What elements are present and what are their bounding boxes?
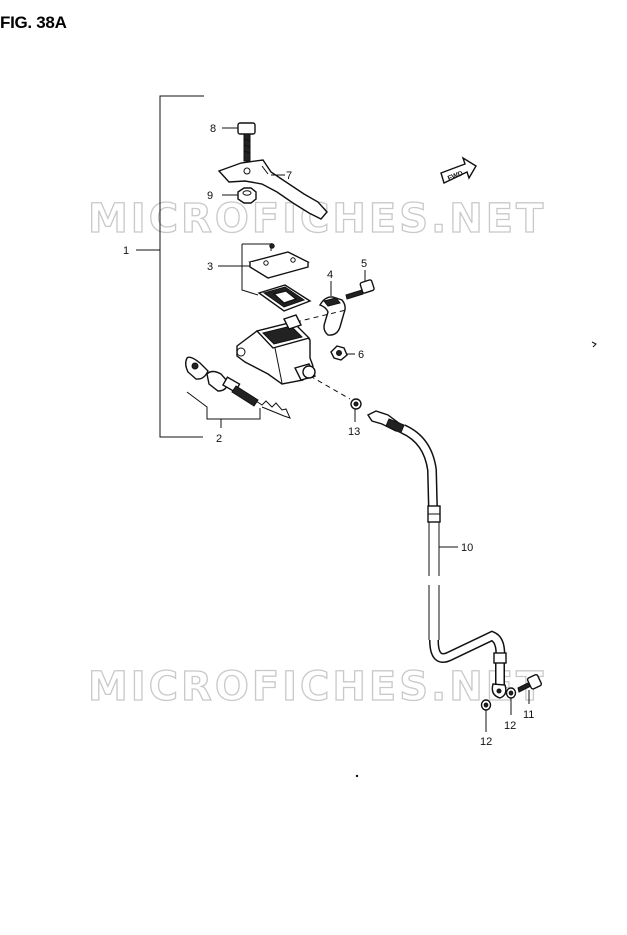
callout-7: 7 — [286, 170, 292, 182]
part-piston-kit — [185, 356, 291, 419]
part-master-cylinder — [236, 314, 317, 385]
part-gasket-12-left — [480, 699, 492, 711]
callout-11: 11 — [523, 709, 534, 721]
callout-12-right: 12 — [504, 720, 516, 732]
part-handlebar-clamp — [318, 296, 346, 336]
callout-6: 6 — [358, 349, 364, 361]
part-gasket-12-right — [505, 687, 517, 699]
part-reservoir-cap-set — [248, 243, 312, 312]
callout-1: 1 — [123, 245, 129, 257]
assembly-bracket — [159, 95, 204, 438]
bracket-2 — [186, 391, 261, 420]
callout-8: 8 — [210, 123, 216, 135]
part-clutch-hose — [366, 410, 507, 699]
watermark-bottom: MICROFICHES.NET — [88, 664, 546, 710]
forward-arrow-icon: FWD — [440, 156, 477, 184]
callout-9: 9 — [207, 190, 213, 202]
callout-4: 4 — [327, 269, 333, 281]
callout-2: 2 — [216, 433, 222, 445]
callout-13: 13 — [348, 426, 360, 438]
part-lever-bolt — [237, 122, 256, 162]
callout-12-left: 12 — [480, 736, 492, 748]
part-washer-13 — [350, 398, 362, 410]
part-screw — [330, 345, 348, 361]
figure-title: FIG. 38A — [0, 13, 67, 32]
callout-10: 10 — [461, 542, 473, 554]
scan-speck — [355, 774, 359, 778]
callout-3: 3 — [207, 261, 213, 273]
scan-speck — [591, 341, 597, 348]
callout-5: 5 — [361, 258, 367, 270]
alignment-line-washer — [309, 375, 351, 400]
part-clutch-lever — [217, 159, 328, 220]
part-clamp-bolts — [345, 279, 375, 300]
part-lever-nut — [237, 187, 257, 204]
bracket-3-bottom — [241, 244, 259, 296]
part-union-bolt — [517, 673, 543, 693]
